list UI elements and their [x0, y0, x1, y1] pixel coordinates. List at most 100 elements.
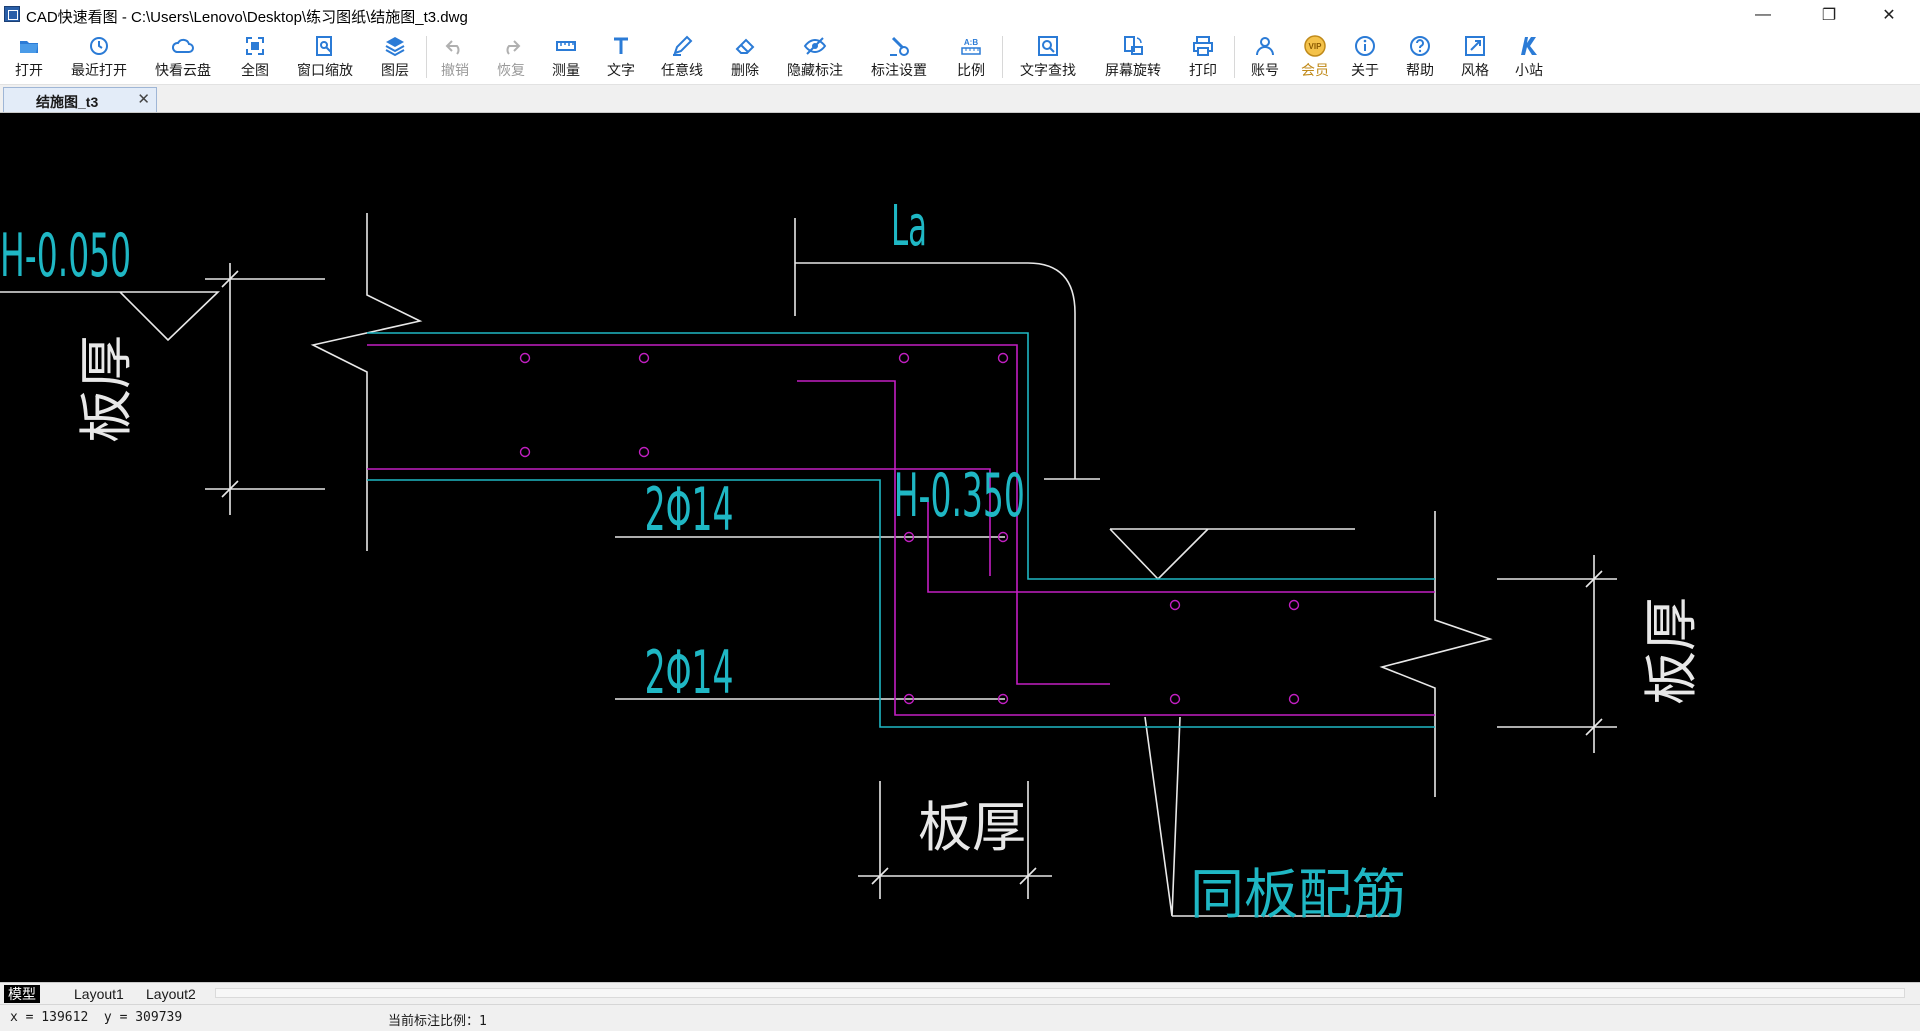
restore-button[interactable]: ❐: [1821, 7, 1837, 24]
tab-model[interactable]: 模型: [4, 985, 40, 1003]
left-level-symbol: [0, 291, 220, 342]
left-break-line: [310, 213, 423, 551]
text-search-icon: [1038, 36, 1058, 56]
rebar-label-bottom: 2Φ14: [645, 638, 734, 707]
rebar-lines: [367, 344, 1435, 716]
delete-button[interactable]: 删除: [722, 30, 768, 84]
fit-icon: [246, 37, 264, 55]
print-label: 打印: [1189, 62, 1217, 78]
cloud-button[interactable]: 快看云盘: [148, 30, 218, 84]
style-button[interactable]: 风格: [1452, 30, 1498, 84]
scale-button[interactable]: A:B 比例: [948, 30, 994, 84]
clock-icon: [90, 37, 108, 55]
about-button[interactable]: 关于: [1342, 30, 1388, 84]
level-label-right: H-0.350: [894, 461, 1025, 530]
minimize-button[interactable]: —: [1755, 6, 1771, 23]
text-icon: [614, 37, 628, 54]
screen-rotate-icon: [1124, 36, 1143, 55]
delete-label: 删除: [731, 62, 759, 78]
redo-button[interactable]: 恢复: [488, 30, 534, 84]
level-label-left: H-0.050: [0, 221, 131, 290]
toolbar-separator: [1234, 36, 1235, 78]
style-label: 风格: [1461, 62, 1489, 78]
account-button[interactable]: 账号: [1242, 30, 1288, 84]
redo-icon: [506, 40, 521, 55]
annotation-settings-button[interactable]: 标注设置: [864, 30, 934, 84]
thickness-label-left: 板厚: [75, 335, 138, 443]
freeline-label: 任意线: [661, 62, 703, 78]
annotation-settings-label: 标注设置: [871, 62, 927, 78]
text-button[interactable]: 文字: [598, 30, 644, 84]
site-icon: [1521, 37, 1537, 55]
scale-label: 比例: [957, 62, 985, 78]
help-icon: [1410, 36, 1430, 56]
tab-document-label: 结施图_t3: [36, 94, 99, 110]
freeline-button[interactable]: 任意线: [654, 30, 710, 84]
folder-icon: [20, 41, 38, 53]
thickness-label-bottom: 板厚: [918, 796, 1026, 859]
open-label: 打开: [15, 62, 43, 78]
app-logo-icon: [4, 6, 20, 22]
text-search-button[interactable]: 文字查找: [1010, 30, 1086, 84]
window-zoom-button[interactable]: 窗口缩放: [290, 30, 360, 84]
print-button[interactable]: 打印: [1180, 30, 1226, 84]
text-label: 文字: [607, 62, 635, 78]
cloud-label: 快看云盘: [155, 62, 211, 78]
tab-layout1[interactable]: Layout1: [74, 986, 124, 1002]
annotation-scale-status: 当前标注比例：1: [388, 1014, 487, 1029]
site-label: 小站: [1515, 62, 1543, 78]
hide-annotations-label: 隐藏标注: [787, 62, 843, 78]
la-leader: [794, 218, 1100, 480]
vip-label: 会员: [1301, 62, 1329, 78]
zoom-window-icon: [316, 36, 332, 56]
scale-icon: A:B: [961, 38, 981, 55]
toolbar-separator: [426, 36, 427, 78]
concrete-outline: [367, 332, 1435, 728]
tab-layout2[interactable]: Layout2: [146, 986, 196, 1002]
drawing-canvas[interactable]: H-0.050 H-0.350 La 2Φ14 2Φ14 板厚 同板配筋 板厚 …: [0, 113, 1920, 982]
undo-icon: [445, 40, 460, 55]
site-button[interactable]: 小站: [1506, 30, 1552, 84]
screen-rotate-label: 屏幕旋转: [1105, 62, 1161, 78]
same-as-slab-leader: [1144, 716, 1393, 917]
screen-rotate-button[interactable]: 屏幕旋转: [1098, 30, 1168, 84]
cloud-icon: [171, 38, 194, 53]
main-toolbar: 打开 最近打开 快看云盘 全图 窗口缩放 图层 撤销 恢复 测量 文字 任意线: [0, 30, 1920, 85]
close-window-button[interactable]: ✕: [1882, 7, 1896, 24]
measure-label: 测量: [552, 62, 580, 78]
recent-label: 最近打开: [71, 62, 127, 78]
undo-button[interactable]: 撤销: [432, 30, 478, 84]
layers-button[interactable]: 图层: [372, 30, 418, 84]
rebar-leaders: [615, 536, 1005, 700]
eye-off-icon: [803, 37, 827, 55]
rebar-label-top: 2Φ14: [645, 475, 734, 544]
tab-close-icon[interactable]: ✕: [137, 91, 150, 108]
right-thickness-dimension: [1497, 555, 1617, 753]
redo-label: 恢复: [497, 62, 525, 78]
vip-badge: VIP: [1309, 42, 1323, 51]
pen-icon: [673, 35, 693, 56]
user-icon: [1256, 37, 1274, 56]
about-label: 关于: [1351, 62, 1379, 78]
recent-button[interactable]: 最近打开: [64, 30, 134, 84]
vip-button[interactable]: VIP 会员: [1292, 30, 1338, 84]
bottom-thickness-dimension: [858, 781, 1052, 899]
scale-badge: A:B: [964, 38, 978, 47]
right-break-line: [1379, 511, 1493, 797]
undo-label: 撤销: [441, 62, 469, 78]
tab-document[interactable]: 结施图_t3 ✕: [3, 87, 157, 112]
help-button[interactable]: 帮助: [1397, 30, 1443, 84]
left-thickness-dimension: [205, 263, 325, 515]
open-button[interactable]: 打开: [6, 30, 52, 84]
thickness-label-right: 板厚: [1640, 597, 1703, 705]
layers-icon: [385, 37, 405, 57]
fit-label: 全图: [241, 62, 269, 78]
window-zoom-label: 窗口缩放: [297, 62, 353, 78]
help-label: 帮助: [1406, 62, 1434, 78]
horizontal-scrollbar[interactable]: [215, 988, 1905, 998]
printer-icon: [1193, 36, 1213, 56]
fit-all-button[interactable]: 全图: [232, 30, 278, 84]
window-title: CAD快速看图 - C:\Users\Lenovo\Desktop\练习图纸\结…: [26, 9, 468, 26]
measure-button[interactable]: 测量: [543, 30, 589, 84]
hide-annotations-button[interactable]: 隐藏标注: [780, 30, 850, 84]
